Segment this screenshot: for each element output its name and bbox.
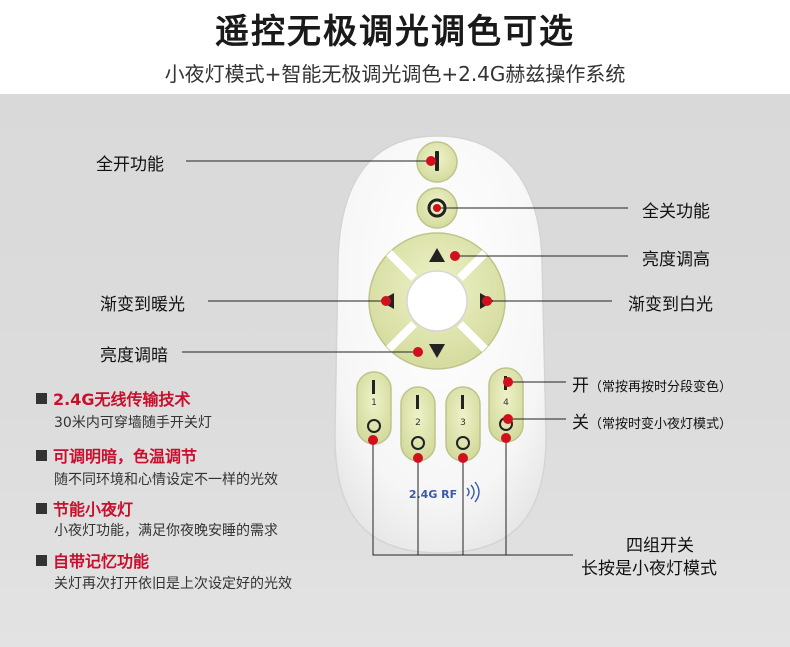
feature-desc-3: 小夜灯功能，满足你夜晚安睡的需求 xyxy=(54,523,278,539)
group-number-4: 4 xyxy=(503,398,509,408)
all-on-button[interactable] xyxy=(416,141,458,183)
all-on-label: 全开功能 xyxy=(96,155,164,175)
header: 遥控无极调光调色可选 小夜灯模式+智能无极调光调色+2.4G赫兹操作系统 xyxy=(0,0,790,94)
warm-light-label: 渐变到暖光 xyxy=(100,295,185,315)
on-note: （常按再按时分段变色） xyxy=(589,380,733,395)
callout-lines xyxy=(182,160,628,556)
feature-title-2: 可调明暗，色温调节 xyxy=(36,443,197,467)
rf-logo: 2.4G RF xyxy=(409,488,457,501)
brightness-up-label: 亮度调高 xyxy=(642,250,710,270)
dpad xyxy=(368,232,506,370)
groups-label-line1: 四组开关 xyxy=(626,536,694,556)
page-title: 遥控无极调光调色可选 xyxy=(215,12,575,52)
callout-markers xyxy=(368,156,513,463)
bullet-square-icon xyxy=(36,450,47,461)
groups-label-line2: 长按是小夜灯模式 xyxy=(581,559,717,579)
all-off-label: 全关功能 xyxy=(642,202,710,222)
brightness-down-button[interactable] xyxy=(429,344,445,358)
group-button-4[interactable] xyxy=(488,367,524,443)
off-text: 关 xyxy=(572,413,589,433)
feature-title-text: 自带记忆功能 xyxy=(53,552,150,571)
group-on-label: 开（常按再按时分段变色） xyxy=(572,371,732,396)
bullet-square-icon xyxy=(36,503,47,514)
feature-title-text: 可调明暗，色温调节 xyxy=(53,447,198,466)
feature-desc-2: 随不同环境和心情设定不一样的光效 xyxy=(54,472,278,488)
group-number-2: 2 xyxy=(415,418,421,428)
on-text: 开 xyxy=(572,376,589,396)
feature-desc-4: 关灯再次打开依旧是上次设定好的光效 xyxy=(54,576,292,592)
white-light-label: 渐变到白光 xyxy=(628,295,713,315)
group-number-3: 3 xyxy=(460,418,466,428)
bullet-square-icon xyxy=(36,555,47,566)
feature-title-1: 2.4G无线传输技术 xyxy=(36,386,190,410)
wifi-waves-icon xyxy=(466,481,480,503)
feature-title-3: 节能小夜灯 xyxy=(36,496,133,520)
feature-desc-1: 30米内可穿墙随手开关灯 xyxy=(54,415,212,431)
bullet-square-icon xyxy=(36,393,47,404)
group-button-1[interactable] xyxy=(356,371,392,445)
group-number-1: 1 xyxy=(371,398,377,408)
brightness-up-button[interactable] xyxy=(429,248,445,262)
feature-title-text: 2.4G无线传输技术 xyxy=(53,390,191,409)
group-off-label: 关（常按时变小夜灯模式） xyxy=(572,408,732,433)
feature-title-4: 自带记忆功能 xyxy=(36,548,149,572)
page-subtitle: 小夜灯模式+智能无极调光调色+2.4G赫兹操作系统 xyxy=(164,62,626,86)
off-note: （常按时变小夜灯模式） xyxy=(589,417,733,432)
brightness-down-label: 亮度调暗 xyxy=(100,346,168,366)
feature-title-text: 节能小夜灯 xyxy=(53,500,134,519)
